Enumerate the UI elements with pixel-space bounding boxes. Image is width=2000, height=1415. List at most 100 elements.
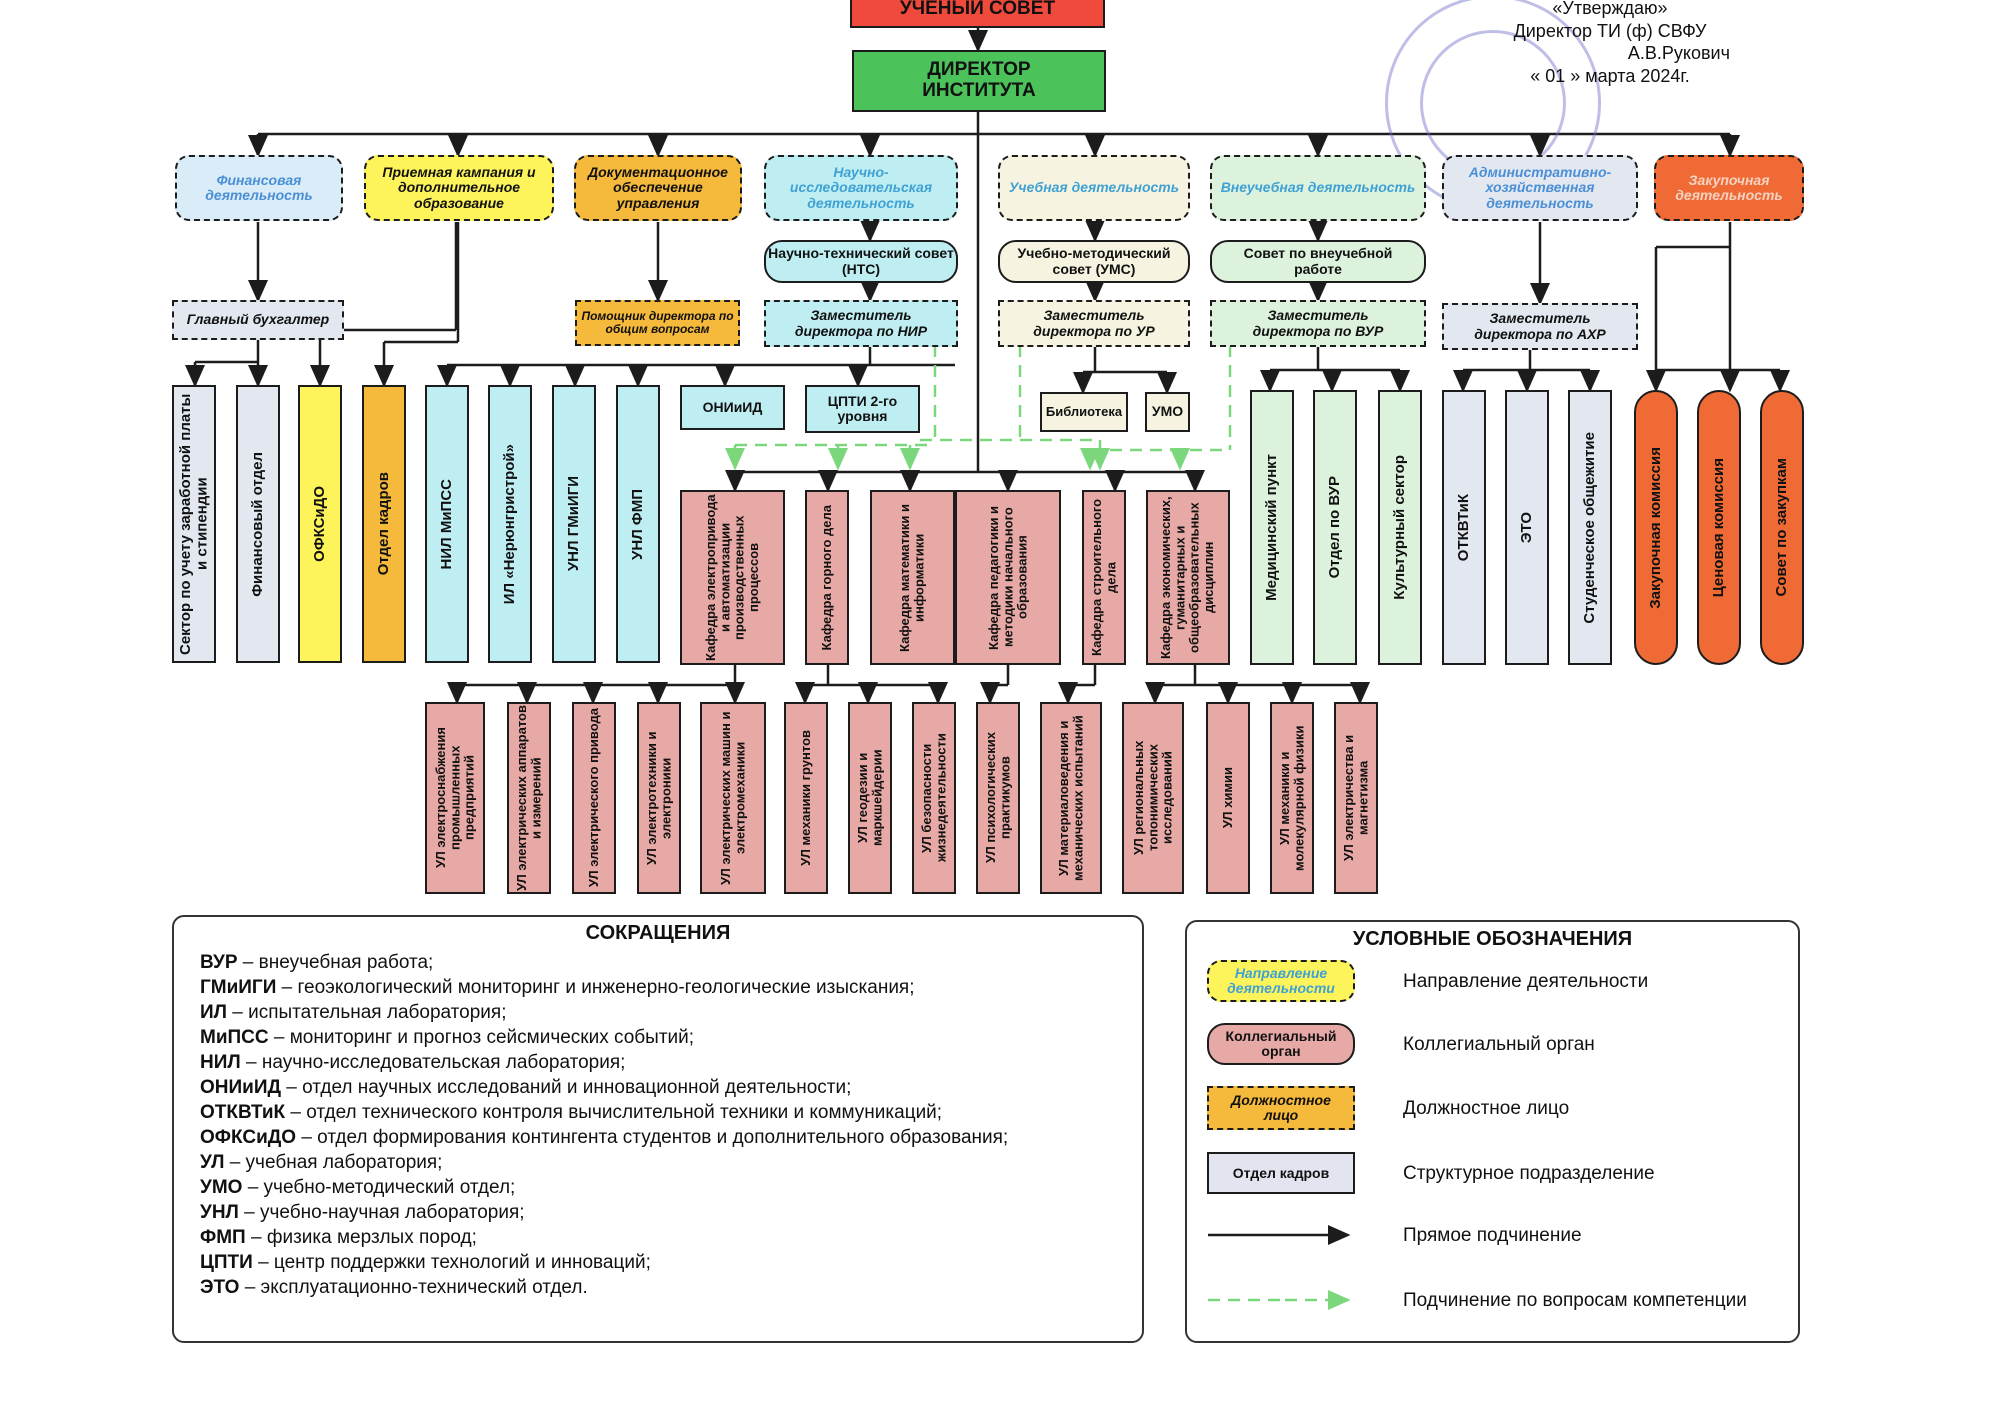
abbreviation-row: МиПСС – мониторинг и прогноз сейсмически… [200,1025,1008,1050]
lab-power-supply-label: УЛ электроснабжения промышленных предпри… [432,727,477,869]
abbreviation-text: – научно-исследовательская лаборатория; [240,1052,626,1073]
abbreviation-row: ФМП – физика мерзлых пород; [200,1225,1008,1250]
chair-construction: Кафедра строительного дела [1082,490,1126,665]
abbreviation-text: – внеучебная работа; [237,952,434,973]
legend-unit-label: Структурное подразделение [1403,1163,1655,1184]
abbreviation-term: НИЛ [200,1052,241,1073]
abbreviation-row: ЭТО – эксплуатационно-технический отдел. [200,1275,1008,1300]
abbreviation-row: ИЛ – испытательная лаборатория; [200,1000,1008,1025]
dormitory-label: Студенческое общежитие [1580,431,1598,624]
chair-economics-label: Кафедра экономических, гуманитарных и об… [1158,496,1217,659]
deputy-director-education: Заместитель директора по УР [998,300,1190,347]
medical-point: Медицинский пункт [1250,390,1294,665]
ofksido-dept-label: ОФКСиДО [310,486,328,562]
lab-psychology-label: УЛ психологических практикумов [982,732,1012,864]
lab-safety-label: УЛ безопасности жизнедеятельности [918,733,948,863]
legend-direction-swatch: Направление деятельности [1207,960,1355,1002]
otkvtik-dept-label: ОТКВТиК [1454,493,1472,562]
approval-line-2: Директор ТИ (ф) СВФУ [1513,20,1707,41]
abbreviation-row: УЛ – учебная лаборатория; [200,1150,1008,1175]
abbreviation-text: – учебно-методический отдел; [242,1177,516,1198]
lab-electric-drive: УЛ электрического привода [572,702,616,894]
abbreviation-row: ЦПТИ – центр поддержки технологий и инно… [200,1250,1008,1275]
procurement-commission-label: Закупочная комиссия [1646,446,1664,609]
legend-unit-swatch: Отдел кадров [1207,1152,1355,1194]
abbreviation-term: УЛ [200,1152,225,1173]
lab-chemistry: УЛ химии [1206,702,1250,894]
lab-toponymy: УЛ региональных топонимических исследова… [1122,702,1184,894]
approval-line-1: «Утверждаю» [1552,0,1668,18]
abbreviation-text: – отдел технического контроля вычислител… [285,1102,943,1123]
lab-electric-machines: УЛ электрических машин и электромеханики [700,702,766,894]
direction-admission: Приемная кампания и дополнительное образ… [364,155,554,221]
abbreviation-term: ОФКСиДО [200,1127,297,1148]
direction-procurement: Закупочная деятельность [1654,155,1804,221]
deputy-director-research: Заместитель директора по НИР [764,300,958,347]
lab-electronics-label: УЛ электротехники и электроники [643,731,673,865]
ofksido-dept: ОФКСиДО [298,385,342,663]
legend-direct-label: Прямое подчинение [1403,1225,1582,1246]
abbreviation-text: – учебная лаборатория; [224,1152,443,1173]
lab-mechanics-physics: УЛ механики и молекулярной физики [1270,702,1314,894]
price-commission: Ценовая комиссия [1697,390,1741,665]
chief-accountant: Главный бухгалтер [172,300,344,340]
abbreviation-text: – мониторинг и прогноз сейсмических собы… [268,1027,695,1048]
academic-council: УЧЕНЫЙ СОВЕТ [850,0,1105,28]
medical-point-label: Медицинский пункт [1262,454,1280,601]
hr-dept: Отдел кадров [362,385,406,663]
culture-sector: Культурный сектор [1378,390,1422,665]
abbreviations-title: СОКРАЩЕНИЯ [585,922,731,944]
procurement-council: Совет по закупкам [1760,390,1804,665]
lab-toponymy-label: УЛ региональных топонимических исследова… [1130,740,1175,856]
lab-mechanics-physics-label: УЛ механики и молекулярной физики [1276,725,1306,871]
chair-electric-drive-label: Кафедра электропривода и автоматизации п… [702,494,761,661]
lab-soil-mechanics: УЛ механики грунтов [784,702,828,894]
legend-panel: УСЛОВНЫЕ ОБОЗНАЧЕНИЯ [1185,920,1800,1343]
abbreviation-row: УНЛ – учебно-научная лаборатория; [200,1200,1008,1225]
abbreviation-text: – эксплуатационно-технический отдел. [239,1277,588,1298]
abbreviation-term: ОТКВТиК [200,1102,286,1123]
institute-director: ДИРЕКТОР ИНСТИТУТА [852,50,1106,112]
chair-mining: Кафедра горного дела [805,490,849,665]
direction-docs: Документационное обеспечение управления [574,155,742,221]
abbreviation-row: ВУР – внеучебная работа; [200,950,1008,975]
payroll-sector-label: Сектор по учету заработной платы и стипе… [176,393,211,655]
abbreviation-text: – геоэкологический мониторинг и инженерн… [276,977,915,998]
lab-soil-mechanics-label: УЛ механики грунтов [797,730,813,866]
oniid-dept: ОНИиИД [680,385,785,430]
direction-finance: Финансовая деятельность [175,155,343,221]
abbreviation-text: – испытательная лаборатория; [227,1002,507,1023]
abbreviation-term: ФМП [200,1227,246,1248]
lab-electric-devices: УЛ электрических аппаратов и измерений [507,702,551,894]
abbreviation-term: МиПСС [200,1027,269,1048]
legend-title: УСЛОВНЫЕ ОБОЗНАЧЕНИЯ [1352,928,1633,950]
lab-geodesy: УЛ геодезии и маркшейдерии [848,702,892,894]
chair-mining-label: Кафедра горного дела [818,504,834,651]
legend-collegial-label: Коллегиальный орган [1403,1034,1595,1055]
lab-electric-machines-label: УЛ электрических машин и электромеханики [717,711,747,885]
abbreviation-row: ГМиИГИ – геоэкологический мониторинг и и… [200,975,1008,1000]
abbreviation-text: – физика мерзлых пород; [245,1227,477,1248]
abbreviation-text: – отдел формирования контингента студент… [296,1127,1009,1148]
culture-sector-label: Культурный сектор [1390,455,1408,600]
price-commission-label: Ценовая комиссия [1709,457,1727,598]
abbreviation-text: – отдел научных исследований и инновацио… [281,1077,852,1098]
abbreviation-text: – учебно-научная лаборатория; [238,1202,525,1223]
abbreviation-row: УМО – учебно-методический отдел; [200,1175,1008,1200]
approval-line-4: « 01 » марта 2024г. [1530,65,1690,86]
deputy-director-admin: Заместитель директора по АХР [1442,303,1638,350]
procurement-commission: Закупочная комиссия [1634,390,1678,665]
eto-dept-label: ЭТО [1517,511,1535,544]
abbreviation-text: – центр поддержки технологий и инноваций… [252,1252,651,1273]
vur-dept-label: Отдел по ВУР [1325,476,1343,579]
dormitory: Студенческое общежитие [1568,390,1612,665]
lab-electronics: УЛ электротехники и электроники [637,702,681,894]
lab-electric-devices-label: УЛ электрических аппаратов и измерений [513,705,543,891]
nil-lab-label: НИЛ МиПСС [437,478,455,570]
procurement-council-label: Совет по закупкам [1772,458,1790,597]
lab-materials: УЛ материаловедения и механических испыт… [1040,702,1102,894]
unl-gm-lab-label: УНЛ ГМиИГИ [564,476,582,572]
hr-dept-label: Отдел кадров [374,472,392,576]
lab-psychology: УЛ психологических практикумов [976,702,1020,894]
